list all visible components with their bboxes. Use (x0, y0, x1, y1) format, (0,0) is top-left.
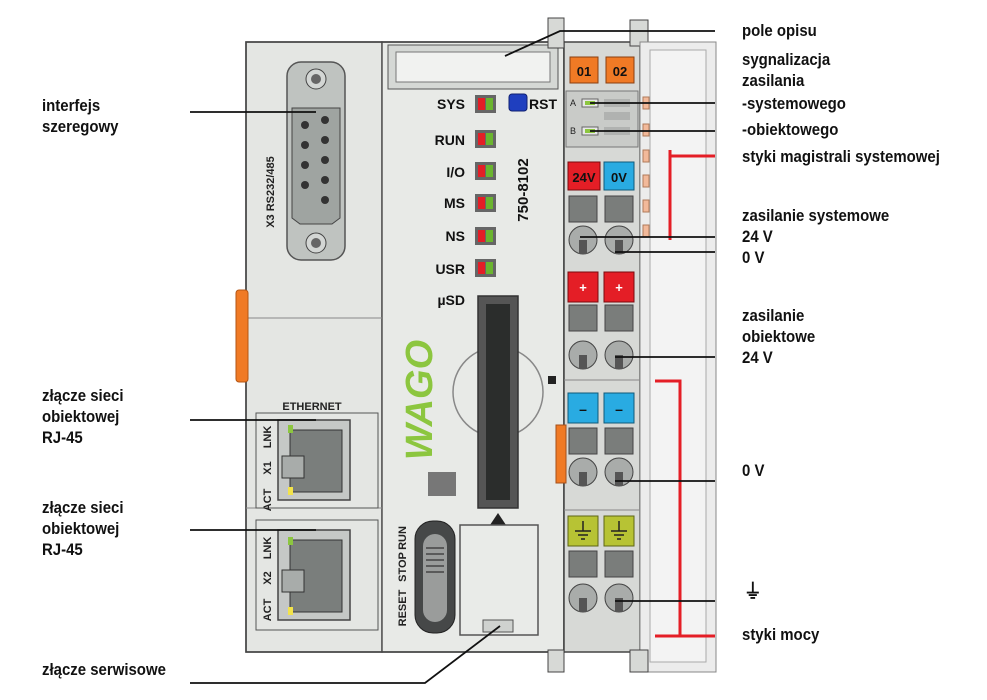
status-leds: SYS RUN I/O MS NS USR µSD RST (435, 93, 557, 308)
led-label-usd: µSD (437, 292, 465, 308)
terminal-release-2-0[interactable] (568, 427, 598, 455)
label-a: A (570, 98, 576, 108)
switch-label-run: RUN (397, 526, 409, 550)
led-label-io: I/O (446, 164, 465, 180)
supply-tags: 24V 0V (567, 161, 635, 191)
terminal-slot-0-1 (615, 240, 623, 254)
usd-card-slot[interactable] (452, 295, 544, 525)
terminal-slot-3-1 (615, 598, 623, 612)
led-label-run: RUN (435, 132, 465, 148)
lnk-led-x2 (288, 537, 293, 545)
led-label-ns: NS (446, 228, 465, 244)
latch-tab (428, 472, 456, 496)
mode-switch[interactable] (414, 520, 456, 634)
switch-label-stop: STOP (397, 552, 409, 582)
label-system-power: -systemowego (742, 94, 846, 113)
led-label-sys: SYS (437, 96, 465, 112)
tag-minus-2: – (615, 401, 623, 417)
label-b: B (570, 126, 576, 136)
small-notch (548, 376, 556, 384)
terminal-rows (568, 195, 634, 613)
power-contact-tab (555, 424, 567, 484)
terminal-slot-1-0 (579, 355, 587, 369)
label-description-field: pole opisu (742, 21, 817, 40)
led-run (475, 130, 496, 148)
x1-act-label: ACT (262, 488, 274, 511)
switch-label-reset: RESET (397, 589, 409, 626)
x1-lnk-label: LNK (262, 426, 274, 449)
label-rj45-1: złącze sieci obiektowej RJ-45 (42, 386, 124, 447)
label-power-signaling: sygnalizacja zasilania (742, 50, 831, 90)
label-ground: ⏚ (744, 581, 762, 603)
led-label-usr: USR (435, 261, 465, 277)
label-zero-volt: 0 V (742, 461, 765, 480)
led-label-ms: MS (444, 195, 465, 211)
terminal-release-0-0[interactable] (568, 195, 598, 223)
model-number: 750-8102 (515, 158, 532, 221)
led-usr (475, 259, 496, 277)
rst-button[interactable] (508, 93, 528, 112)
terminal-slot-2-1 (615, 472, 623, 486)
terminal-release-0-1[interactable] (604, 195, 634, 223)
terminal-slot-1-1 (615, 355, 623, 369)
tag-minus-1: – (579, 401, 587, 417)
label-serial-interface: interfejs szeregowy (42, 96, 119, 136)
tag-plus-2: + (615, 280, 623, 295)
terminal-release-2-1[interactable] (604, 427, 634, 455)
act-led-x2 (288, 607, 293, 615)
ethernet-block: ETHERNET ACT X1 LNK ACT X2 LNK (255, 401, 379, 631)
terminal-release-3-1[interactable] (604, 550, 634, 578)
description-field (387, 44, 559, 90)
terminal-release-3-0[interactable] (568, 550, 598, 578)
led-ms (475, 194, 496, 212)
wago-logo-text: WAGO (399, 340, 441, 460)
serial-port-label: X3 RS232/485 (265, 156, 277, 228)
led-ns (475, 227, 496, 245)
red-brackets (655, 150, 715, 638)
label-system-supply: zasilanie systemowe 24 V 0 V (742, 206, 890, 267)
terminal-slot-0-0 (579, 240, 587, 254)
terminal-slot-3-0 (579, 598, 587, 612)
module-leds: 01 02 (569, 56, 635, 84)
wago-logo: WAGO (399, 340, 441, 460)
terminal-release-1-0[interactable] (568, 304, 598, 332)
terminal-slot-2-0 (579, 472, 587, 486)
x2-act-label: ACT (262, 598, 274, 621)
ground-tags (567, 515, 635, 547)
module-led-01: 01 (577, 64, 591, 79)
module-led-02: 02 (613, 64, 627, 79)
ab-led-block: A B (565, 90, 639, 148)
label-bus-contacts: styki magistrali systemowej (742, 147, 940, 166)
plus-tags: + + (567, 271, 635, 303)
service-port[interactable] (459, 524, 539, 636)
lnk-led-x1 (288, 425, 293, 433)
tag-0v: 0V (611, 170, 627, 185)
led-io (475, 162, 496, 180)
ethernet-label: ETHERNET (282, 401, 342, 413)
x1-label: X1 (262, 461, 274, 474)
label-service-port: złącze serwisowe (42, 660, 166, 679)
led-sys (475, 95, 496, 113)
leader-lines (190, 30, 715, 684)
rj45-x2-jack[interactable] (277, 529, 351, 621)
x2-label: X2 (262, 571, 274, 584)
label-field-supply: zasilanie obiektowe 24 V (742, 306, 816, 367)
tag-24v: 24V (572, 170, 595, 185)
label-rj45-2: złącze sieci obiektowej RJ-45 (42, 498, 124, 559)
minus-tags: – – (567, 392, 635, 424)
x2-lnk-label: LNK (262, 537, 274, 560)
rst-label: RST (529, 96, 557, 112)
act-led-x1 (288, 487, 293, 495)
tag-plus-1: + (579, 280, 587, 295)
orange-latch[interactable] (235, 289, 249, 383)
rj45-x1-jack[interactable] (277, 419, 351, 501)
label-field-power: -obiektowego (742, 120, 839, 139)
label-power-contacts: styki mocy (742, 625, 820, 644)
terminal-release-1-1[interactable] (604, 304, 634, 332)
